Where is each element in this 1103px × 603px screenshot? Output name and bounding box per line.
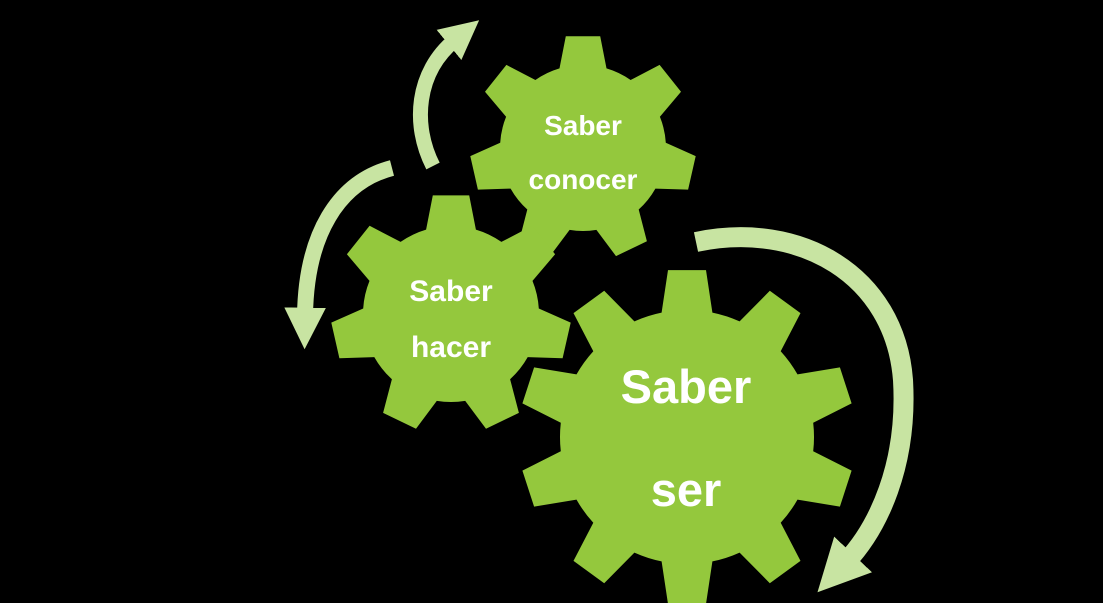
arrow-up-to-conocer-icon: [412, 20, 480, 170]
gear-conocer-label-line2: conocer: [529, 164, 638, 195]
gear-saber-hacer: [331, 195, 571, 429]
gear-saber-ser: [522, 270, 852, 603]
gear-ser-label-line1: Saber: [621, 360, 752, 413]
gear-hacer-label-line1: Saber: [409, 275, 493, 308]
gear-ser-label-line2: ser: [651, 463, 722, 516]
arrow-right-sweep-icon: [693, 227, 914, 593]
gear-hacer-label-line2: hacer: [411, 331, 491, 364]
gear-conocer-label-line1: Saber: [544, 110, 622, 141]
arrow-down-left-icon: [284, 160, 395, 350]
gear-saber-conocer: [470, 36, 696, 257]
